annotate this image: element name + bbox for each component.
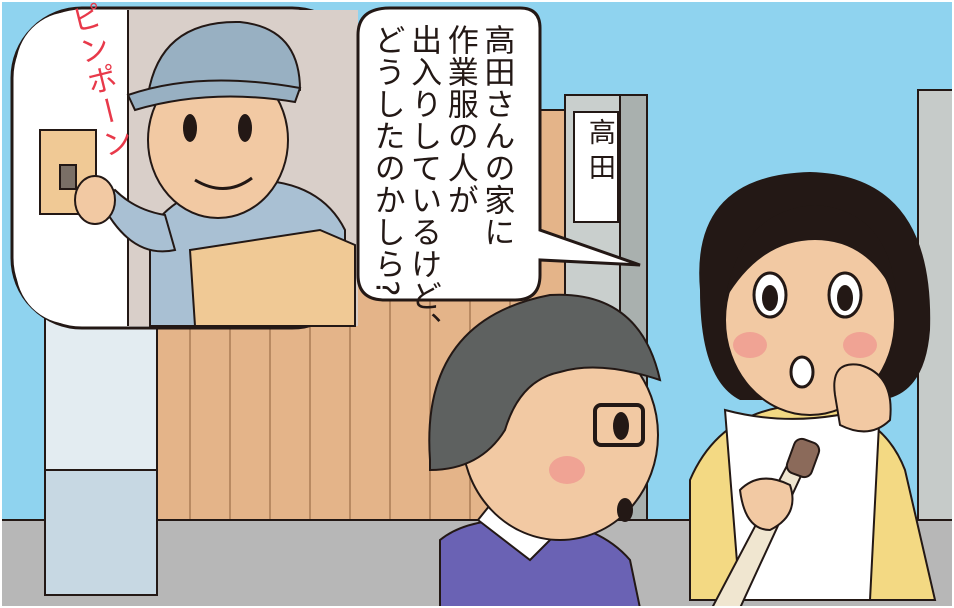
nameplate-board (573, 111, 619, 223)
delivery-man-smile (194, 176, 253, 190)
woman-bangs (725, 205, 897, 300)
speech-line-1: 高田さんの家に (478, 24, 515, 248)
utility-pole-base (44, 469, 158, 596)
speech-bubble (356, 6, 641, 302)
woman-cheek-right (843, 332, 877, 358)
man-glasses (593, 403, 645, 447)
delivery-man-cap-brim (126, 79, 302, 112)
delivery-man-eye-right (238, 114, 252, 142)
delivery-man-eye-left (183, 114, 197, 142)
woman-cheek-left (733, 332, 767, 358)
speech-line-3: 出入りしているけど、 (405, 24, 442, 344)
delivery-man-cap (147, 20, 302, 102)
man-eye (613, 412, 629, 440)
speech-line-2: 作業服の人が (441, 24, 478, 216)
woman-lower-hand (738, 477, 794, 532)
delivery-man-hand (74, 175, 116, 225)
nameplate-text: 高田 (583, 118, 615, 188)
doorbell-button (59, 164, 77, 190)
man-hair (428, 293, 662, 472)
speech-bubble-text: 高田さんの家に作業服の人が出入りしているけど、どうしたのかしら? (368, 24, 515, 344)
delivery-man-arm (98, 188, 177, 253)
speech-line-4: どうしたのかしら? (368, 24, 405, 298)
man-cheek (549, 456, 585, 484)
broom-handle-tip (785, 437, 821, 479)
woman-mouth (789, 355, 815, 389)
man-mouth (617, 498, 633, 522)
woman-hand (833, 363, 892, 433)
cardboard-box (188, 228, 356, 327)
